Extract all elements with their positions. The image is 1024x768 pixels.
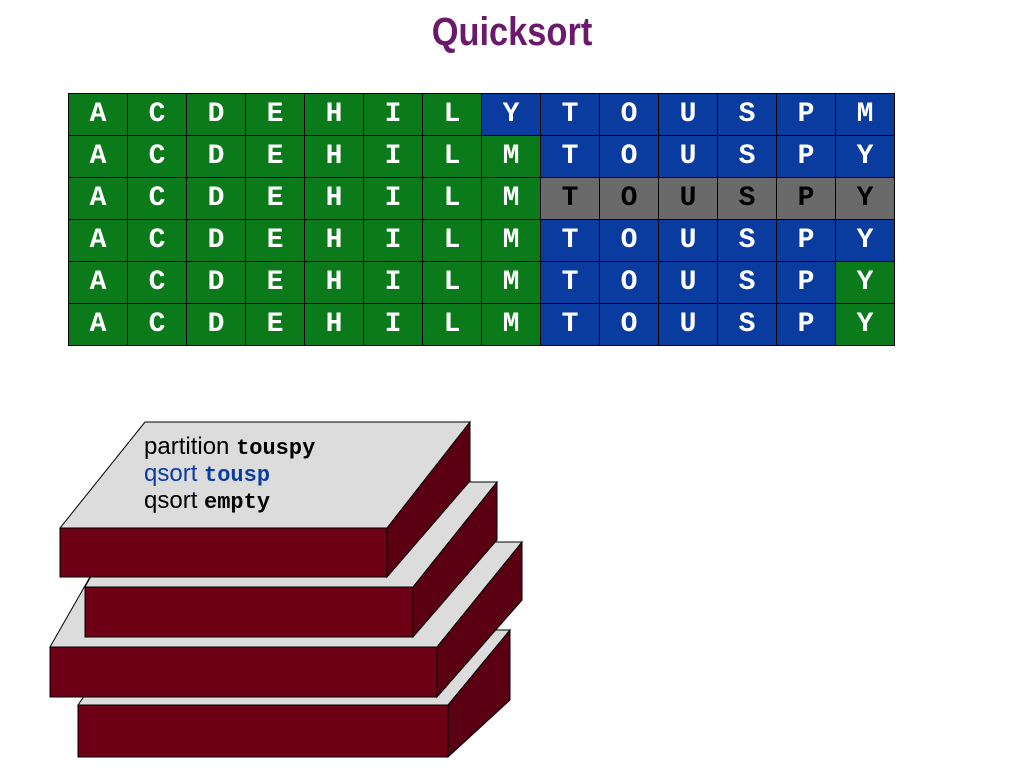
- array-cell: C: [127, 93, 187, 136]
- array-cell: C: [127, 303, 187, 346]
- array-cell: U: [658, 177, 718, 220]
- array-cell: P: [776, 219, 836, 262]
- array-cell: M: [835, 93, 895, 136]
- array-cell: D: [186, 303, 246, 346]
- array-cell: E: [245, 261, 305, 304]
- array-cell: O: [599, 303, 659, 346]
- array-cell: T: [540, 303, 600, 346]
- stack-line-3-keyword: qsort: [144, 487, 198, 514]
- array-cell: P: [776, 303, 836, 346]
- page-title: Quicksort: [431, 10, 593, 54]
- array-cell: T: [540, 93, 600, 136]
- array-cell: P: [776, 261, 836, 304]
- array-cell: L: [422, 93, 482, 136]
- array-cell: A: [68, 177, 128, 220]
- stack-line-3: qsort empty: [144, 488, 315, 515]
- array-cell: I: [363, 261, 423, 304]
- array-cell: L: [422, 303, 482, 346]
- array-cell: A: [68, 219, 128, 262]
- stack-line-2-keyword: qsort: [144, 460, 198, 487]
- array-cell: A: [68, 303, 128, 346]
- stack-line-3-arg: empty: [204, 490, 271, 515]
- array-cell: E: [245, 219, 305, 262]
- stack-line-1-arg: touspy: [236, 436, 316, 461]
- array-cell: U: [658, 135, 718, 178]
- array-cell: O: [599, 219, 659, 262]
- array-cell: I: [363, 177, 423, 220]
- array-cell: C: [127, 177, 187, 220]
- array-cell: Y: [835, 303, 895, 346]
- array-cell: H: [304, 303, 364, 346]
- array-cell: L: [422, 261, 482, 304]
- array-cell: H: [304, 219, 364, 262]
- stack-line-2-arg: tousp: [204, 463, 271, 488]
- stack-line-1-keyword: partition: [144, 433, 230, 460]
- array-cell: M: [481, 261, 541, 304]
- array-cell: C: [127, 261, 187, 304]
- array-cell: Y: [835, 177, 895, 220]
- array-cell: H: [304, 261, 364, 304]
- array-cell: I: [363, 219, 423, 262]
- array-cell: E: [245, 177, 305, 220]
- array-cell: L: [422, 219, 482, 262]
- array-cell: Y: [835, 261, 895, 304]
- array-cell: O: [599, 261, 659, 304]
- array-cell: E: [245, 303, 305, 346]
- array-cell: A: [68, 261, 128, 304]
- array-cell: U: [658, 219, 718, 262]
- array-cell: Y: [835, 219, 895, 262]
- array-cell: A: [68, 93, 128, 136]
- array-cell: S: [717, 177, 777, 220]
- array-cell: O: [599, 177, 659, 220]
- array-cell: P: [776, 135, 836, 178]
- array-cell: I: [363, 303, 423, 346]
- stack-frame-1: [58, 420, 472, 579]
- array-cell: D: [186, 177, 246, 220]
- array-cell: C: [127, 219, 187, 262]
- array-cell: E: [245, 135, 305, 178]
- array-cell: M: [481, 219, 541, 262]
- array-cell: H: [304, 93, 364, 136]
- array-cell: S: [717, 261, 777, 304]
- array-cell: L: [422, 177, 482, 220]
- array-cell: M: [481, 303, 541, 346]
- stack-frame-labels: partition touspy qsort tousp qsort empty: [144, 434, 315, 515]
- array-cell: E: [245, 93, 305, 136]
- array-cell: D: [186, 261, 246, 304]
- stack-line-1: partition touspy: [144, 434, 315, 461]
- array-cell: U: [658, 93, 718, 136]
- array-cell: S: [717, 135, 777, 178]
- array-cell: T: [540, 261, 600, 304]
- array-cell: T: [540, 219, 600, 262]
- array-cell: Y: [481, 93, 541, 136]
- array-cell: H: [304, 177, 364, 220]
- array-cell: M: [481, 177, 541, 220]
- array-cell: H: [304, 135, 364, 178]
- array-cell: I: [363, 93, 423, 136]
- stack-line-2: qsort tousp: [144, 461, 315, 488]
- array-cell: C: [127, 135, 187, 178]
- array-cell: S: [717, 303, 777, 346]
- array-cell: S: [717, 93, 777, 136]
- array-cell: S: [717, 219, 777, 262]
- array-cell: D: [186, 135, 246, 178]
- array-cell: P: [776, 93, 836, 136]
- array-cell: U: [658, 303, 718, 346]
